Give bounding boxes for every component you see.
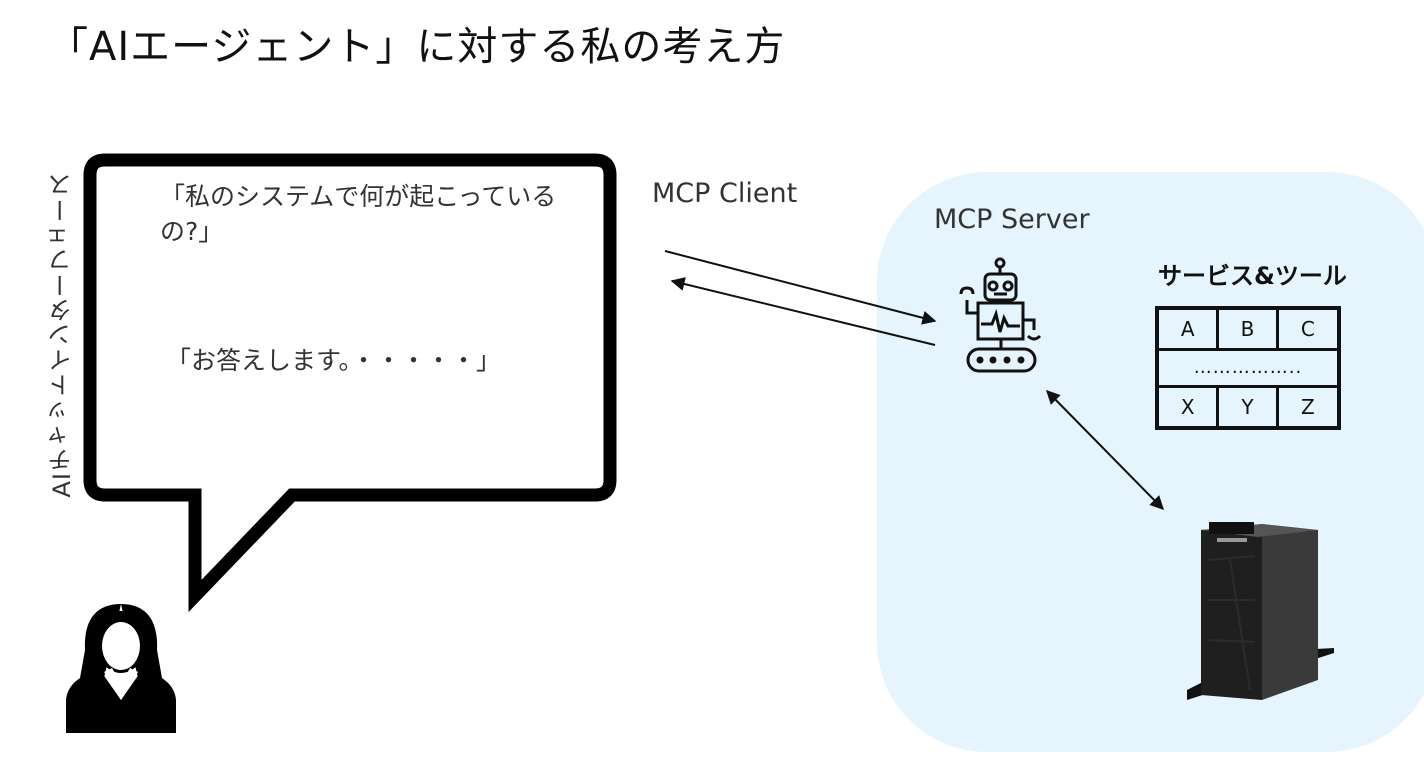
- server-tower-icon: [1187, 522, 1334, 700]
- table-cell: Z: [1275, 384, 1341, 430]
- mcp-client-label: MCP Client: [652, 178, 798, 209]
- table-cell: B: [1216, 306, 1279, 352]
- page-title: 「AIエージェント」に対する私の考え方: [48, 24, 786, 70]
- mcp-server-label: MCP Server: [934, 204, 1090, 235]
- table-row: ……………..: [1155, 348, 1341, 388]
- speech-bubble: [83, 153, 617, 613]
- table-row: A B C: [1155, 306, 1341, 352]
- request-arrow: [664, 250, 937, 325]
- table-cell: C: [1275, 306, 1341, 352]
- response-arrow: [670, 277, 936, 346]
- services-tools-table: A B C …………….. X Y Z: [1155, 306, 1341, 430]
- user-woman-icon: [66, 604, 176, 733]
- robot-icon: [959, 257, 1042, 373]
- agent-answer: 「お答えします。・・・・・」: [166, 346, 502, 375]
- table-cell: ……………..: [1155, 348, 1341, 388]
- user-question: 「私のシステムで何が起こっているの?」: [160, 182, 557, 246]
- services-tools-title: サービス&ツール: [1158, 262, 1347, 290]
- table-row: X Y Z: [1155, 384, 1341, 430]
- robot-server-arrow: [1046, 390, 1164, 510]
- table-cell: Y: [1216, 384, 1279, 430]
- table-cell: A: [1155, 306, 1220, 352]
- table-cell: X: [1155, 384, 1220, 430]
